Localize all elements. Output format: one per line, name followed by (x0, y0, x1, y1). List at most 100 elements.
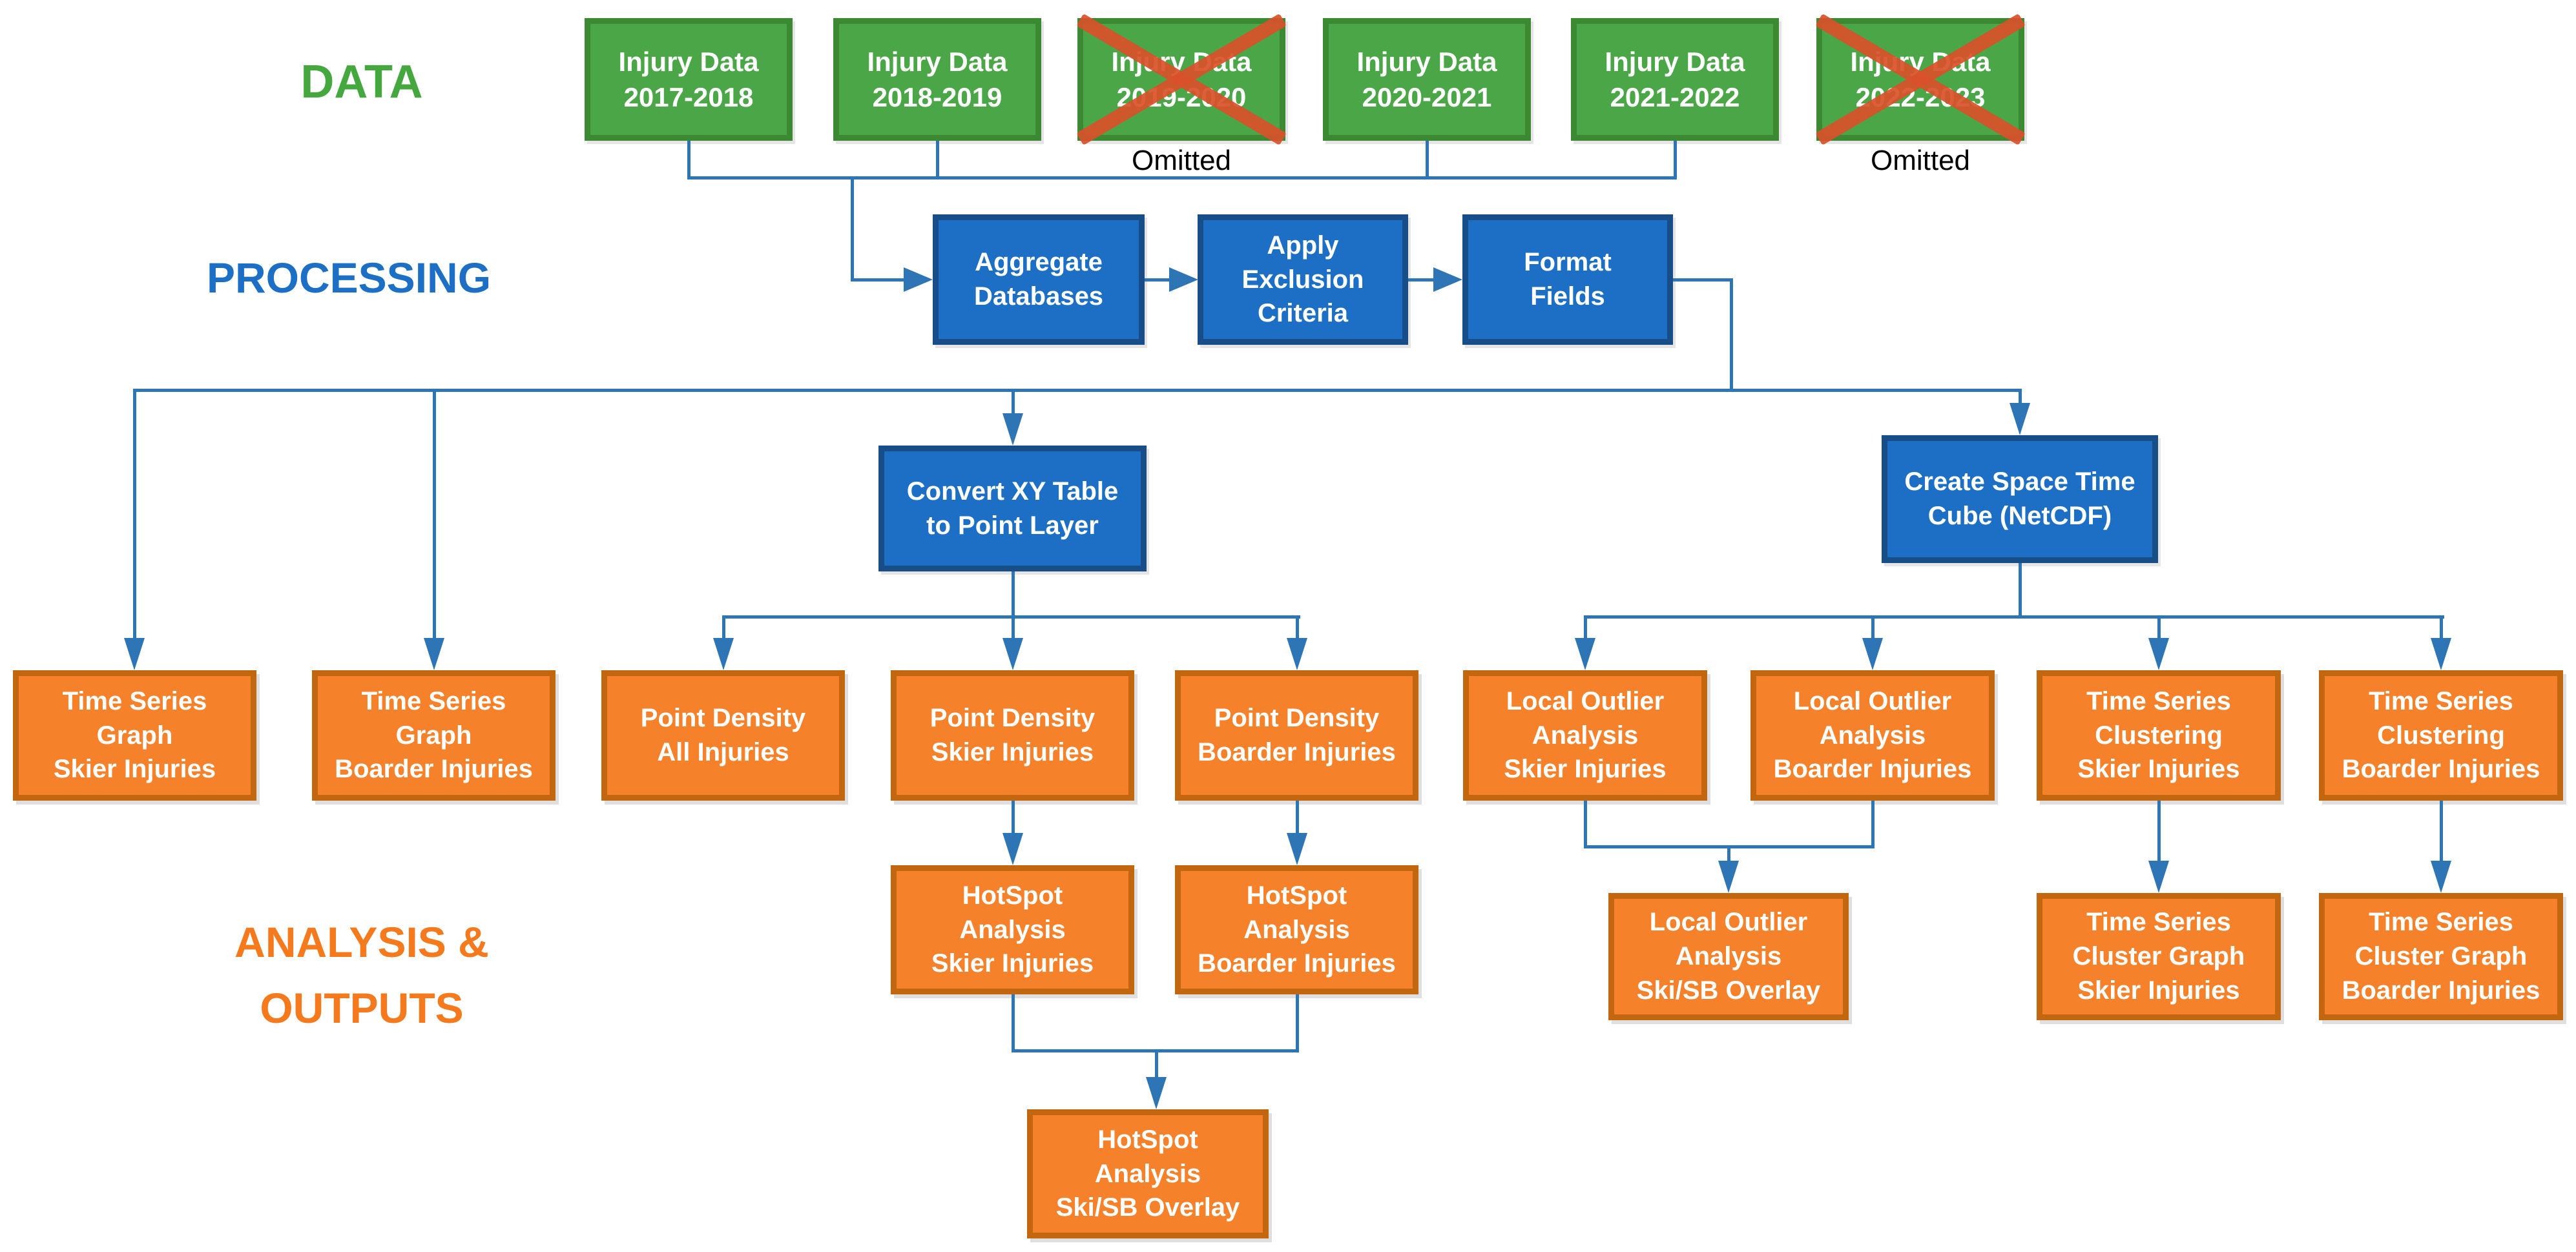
connector-line (687, 176, 1677, 180)
node-label: Point Density Boarder Injuries (1198, 704, 1396, 766)
node-injury-data-2019-2020-omitted: Injury Data 2019-2020 (1076, 13, 1287, 146)
node-label: HotSpot Analysis Ski/SB Overlay (1055, 1125, 1240, 1222)
connector-line (1426, 141, 1429, 178)
arrow-down-icon (2148, 638, 2169, 670)
connector-line (2440, 801, 2443, 864)
connector-line (433, 389, 436, 641)
node-point-density-all: Point Density All Injuries (601, 670, 845, 801)
connector-line (1296, 801, 1299, 836)
connector-line (133, 389, 136, 641)
arrow-down-icon (2431, 638, 2451, 670)
connector-line (936, 141, 939, 178)
connector-line (851, 278, 904, 282)
connector-line (2019, 563, 2022, 618)
arrow-down-icon (1575, 638, 1595, 670)
node-apply-exclusion-criteria: Apply Exclusion Criteria (1198, 214, 1408, 345)
node-hotspot-analysis-skier: HotSpot Analysis Skier Injuries (891, 865, 1134, 994)
node-label: Convert XY Table to Point Layer (906, 477, 1119, 540)
node-time-series-cluster-graph-boarder: Time Series Cluster Graph Boarder Injuri… (2319, 893, 2563, 1020)
node-injury-data-2022-2023-omitted: Injury Data 2022-2023 (1815, 13, 2026, 146)
node-injury-data-2017-2018: Injury Data 2017-2018 (585, 18, 793, 141)
connector-line (1408, 278, 1433, 282)
connector-line (1584, 615, 2444, 619)
connector-line (1673, 278, 1733, 282)
connector-line (1155, 1049, 1158, 1080)
connector-line (1296, 994, 1299, 1052)
node-time-series-cluster-graph-skier: Time Series Cluster Graph Skier Injuries (2037, 893, 2281, 1020)
node-convert-xy-table-to-point-layer: Convert XY Table to Point Layer (878, 446, 1147, 571)
arrow-down-icon (1002, 833, 1023, 865)
node-label: Local Outlier Analysis Boarder Injuries (1773, 686, 1972, 784)
connector-line (1871, 615, 1875, 639)
node-label: Point Density All Injuries (640, 704, 806, 766)
node-label: Time Series Clustering Skier Injuries (2077, 686, 2240, 784)
connector-line (722, 615, 725, 639)
arrow-down-icon (1862, 638, 1883, 670)
node-label: Format Fields (1524, 248, 1612, 311)
node-label: Local Outlier Analysis Skier Injuries (1504, 686, 1667, 784)
connector-line (2440, 615, 2443, 639)
arrow-right-icon (904, 267, 933, 292)
node-time-series-graph-boarder: Time Series Graph Boarder Injuries (312, 670, 556, 801)
node-hotspot-analysis-ski-sb-overlay: HotSpot Analysis Ski/SB Overlay (1027, 1109, 1269, 1238)
node-time-series-graph-skier: Time Series Graph Skier Injuries (13, 670, 256, 801)
node-aggregate-databases: Aggregate Databases (933, 214, 1145, 345)
connector-line (1012, 389, 1015, 416)
arrow-down-icon (1002, 638, 1023, 670)
arrow-right-icon (1169, 267, 1198, 292)
node-label: Create Space Time Cube (NetCDF) (1904, 467, 2135, 530)
section-label-data: DATA (300, 56, 423, 108)
connector-line (851, 176, 854, 281)
node-label: Local Outlier Analysis Ski/SB Overlay (1636, 908, 1821, 1005)
arrow-down-icon (1146, 1077, 1167, 1109)
connector-line (1674, 141, 1677, 178)
connector-line (1012, 994, 1015, 1052)
arrow-down-icon (713, 638, 734, 670)
connector-line (1584, 801, 1587, 848)
arrow-right-icon (1433, 267, 1462, 292)
node-label: Point Density Skier Injuries (930, 704, 1096, 766)
connector-line (2157, 801, 2161, 864)
arrow-down-icon (2148, 861, 2169, 893)
node-label: Time Series Cluster Graph Boarder Injuri… (2342, 908, 2540, 1005)
arrow-down-icon (124, 638, 145, 670)
connector-line (722, 615, 1300, 619)
node-label: Apply Exclusion Criteria (1241, 231, 1364, 328)
node-time-series-clustering-skier: Time Series Clustering Skier Injuries (2037, 670, 2281, 801)
connector-line (1012, 615, 1015, 639)
node-point-density-skier: Point Density Skier Injuries (891, 670, 1134, 801)
connector-line (1296, 615, 1299, 639)
node-injury-data-2018-2019: Injury Data 2018-2019 (833, 18, 1041, 141)
connector-line (1871, 801, 1875, 848)
node-injury-data-2021-2022: Injury Data 2021-2022 (1571, 18, 1779, 141)
node-label: Injury Data 2018-2019 (867, 46, 1008, 112)
arrow-down-icon (2010, 403, 2030, 435)
arrow-down-icon (1287, 638, 1307, 670)
connector-line (1145, 278, 1169, 282)
omitted-caption: Omitted (1870, 145, 1971, 176)
connector-line (1727, 845, 1730, 864)
node-label: HotSpot Analysis Skier Injuries (931, 881, 1094, 978)
node-local-outlier-boarder: Local Outlier Analysis Boarder Injuries (1750, 670, 1995, 801)
node-local-outlier-skier: Local Outlier Analysis Skier Injuries (1463, 670, 1707, 801)
connector-line (2157, 615, 2161, 639)
node-time-series-clustering-boarder: Time Series Clustering Boarder Injuries (2319, 670, 2563, 801)
connector-line (1012, 571, 1015, 618)
node-injury-data-2020-2021: Injury Data 2020-2021 (1323, 18, 1531, 141)
node-point-density-boarder: Point Density Boarder Injuries (1175, 670, 1418, 801)
omitted-caption: Omitted (1131, 145, 1232, 176)
section-label-processing: PROCESSING (206, 254, 492, 302)
connector-line (1012, 801, 1015, 836)
node-label: HotSpot Analysis Boarder Injuries (1198, 881, 1396, 978)
node-label: Time Series Graph Boarder Injuries (335, 686, 533, 784)
node-label: Injury Data 2017-2018 (618, 46, 759, 112)
connector-line (133, 389, 2021, 392)
connector-line (1584, 615, 1587, 639)
arrow-down-icon (1287, 833, 1307, 865)
arrow-down-icon (424, 638, 444, 670)
arrow-down-icon (1718, 861, 1739, 893)
node-local-outlier-ski-sb-overlay: Local Outlier Analysis Ski/SB Overlay (1608, 893, 1849, 1020)
section-label-analysis-outputs: ANALYSIS & OUTPUTS (234, 918, 489, 1032)
node-create-space-time-cube: Create Space Time Cube (NetCDF) (1882, 435, 2158, 563)
